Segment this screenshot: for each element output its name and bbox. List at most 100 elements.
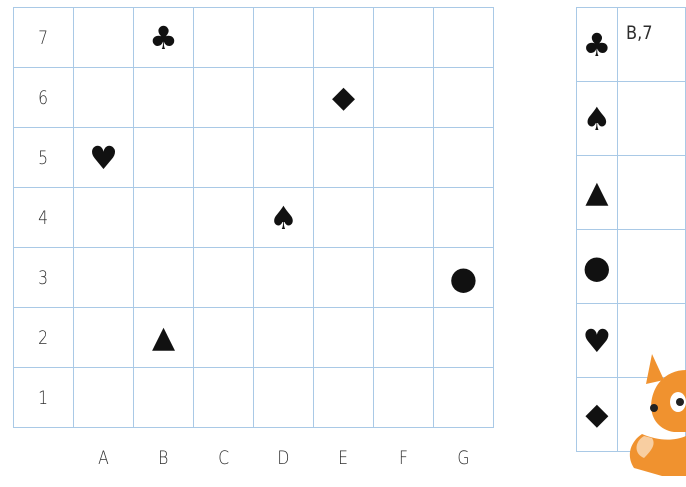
row-label-cell: 3	[14, 248, 74, 308]
column-label: B	[158, 447, 168, 469]
row-label-cell: 1	[14, 368, 74, 428]
column-axis: A B C D E F G	[14, 428, 494, 487]
grid-cell	[434, 8, 494, 68]
grid-cell	[74, 8, 134, 68]
row-label: 1	[39, 387, 49, 409]
column-label-cell: A	[74, 428, 134, 487]
answer-symbol-cell: ♣	[577, 8, 618, 82]
grid-row: 3●	[14, 248, 494, 308]
clubs-icon: ♣	[583, 26, 612, 64]
row-label-cell: 2	[14, 308, 74, 368]
grid-row: 5♥	[14, 128, 494, 188]
grid-row: 1	[14, 368, 494, 428]
grid-cell	[314, 188, 374, 248]
answer-cell[interactable]	[617, 82, 685, 156]
grid-cell	[194, 8, 254, 68]
grid-cell: ●	[434, 248, 494, 308]
heart-icon: ♥	[89, 139, 118, 177]
grid-cell	[254, 128, 314, 188]
grid-cell	[374, 308, 434, 368]
row-label: 7	[39, 27, 49, 49]
grid-cell	[194, 248, 254, 308]
grid-cell	[374, 248, 434, 308]
grid-cell: ▲	[134, 308, 194, 368]
fox-mascot	[612, 350, 686, 476]
row-label: 3	[39, 267, 49, 289]
grid-cell	[314, 248, 374, 308]
grid-cell	[314, 368, 374, 428]
grid-cell	[314, 128, 374, 188]
diamond-icon: ◆	[332, 80, 355, 115]
grid-row: 7♣	[14, 8, 494, 68]
row-label: 5	[39, 147, 49, 169]
column-label: G	[457, 447, 469, 469]
triangle-icon: ▲	[585, 175, 608, 210]
triangle-icon: ▲	[152, 320, 175, 355]
row-label: 4	[39, 207, 49, 229]
column-label-cell: D	[254, 428, 314, 487]
answer-text: B,7	[626, 22, 652, 44]
grid-cell	[254, 8, 314, 68]
circle-icon: ●	[583, 248, 611, 286]
grid-cell	[74, 368, 134, 428]
column-label-cell: C	[194, 428, 254, 487]
spade-icon: ♠	[583, 100, 612, 138]
answer-row: ♠	[577, 82, 686, 156]
column-label: D	[277, 447, 289, 469]
grid-cell	[254, 248, 314, 308]
grid-cell	[74, 248, 134, 308]
grid-cell	[74, 68, 134, 128]
grid-cell	[194, 128, 254, 188]
grid-cell: ♣	[134, 8, 194, 68]
grid-cell	[434, 368, 494, 428]
grid-cell	[194, 308, 254, 368]
column-label: C	[218, 447, 229, 469]
column-label-cell: F	[374, 428, 434, 487]
row-label: 6	[39, 87, 49, 109]
row-label-cell: 6	[14, 68, 74, 128]
grid-cell	[134, 68, 194, 128]
grid-cell	[134, 368, 194, 428]
grid-cell	[314, 308, 374, 368]
column-label: F	[399, 447, 408, 469]
grid-cell	[374, 128, 434, 188]
grid-cell	[374, 8, 434, 68]
grid-row: 2▲	[14, 308, 494, 368]
grid-cell	[374, 368, 434, 428]
grid-cell	[134, 128, 194, 188]
answer-symbol-cell: ♠	[577, 82, 618, 156]
heart-icon: ♥	[583, 322, 612, 360]
column-label-cell: G	[434, 428, 494, 487]
grid-cell: ♥	[74, 128, 134, 188]
column-label: A	[98, 447, 109, 469]
grid-cell	[434, 128, 494, 188]
answer-cell[interactable]: B,7	[617, 8, 685, 82]
grid-cell	[74, 188, 134, 248]
grid-row: 6◆	[14, 68, 494, 128]
answer-cell[interactable]	[617, 156, 685, 230]
answer-cell[interactable]	[617, 230, 685, 304]
grid-cell: ♠	[254, 188, 314, 248]
axis-corner	[14, 428, 74, 487]
grid-row: 4♠	[14, 188, 494, 248]
grid-cell	[194, 68, 254, 128]
grid-cell	[314, 8, 374, 68]
grid-cell	[374, 188, 434, 248]
row-label-cell: 7	[14, 8, 74, 68]
answer-symbol-cell: ▲	[577, 156, 618, 230]
grid-cell	[254, 368, 314, 428]
grid-cell	[434, 188, 494, 248]
grid-cell	[134, 188, 194, 248]
answer-row: ▲	[577, 156, 686, 230]
diamond-icon: ◆	[585, 397, 608, 432]
grid-cell	[254, 68, 314, 128]
clubs-icon: ♣	[149, 19, 178, 57]
row-label-cell: 5	[14, 128, 74, 188]
answer-row: ♣ B,7	[577, 8, 686, 82]
grid-cell	[254, 308, 314, 368]
grid-cell: ◆	[314, 68, 374, 128]
column-label: E	[339, 447, 349, 469]
spade-icon: ♠	[269, 199, 298, 237]
grid-cell	[194, 188, 254, 248]
